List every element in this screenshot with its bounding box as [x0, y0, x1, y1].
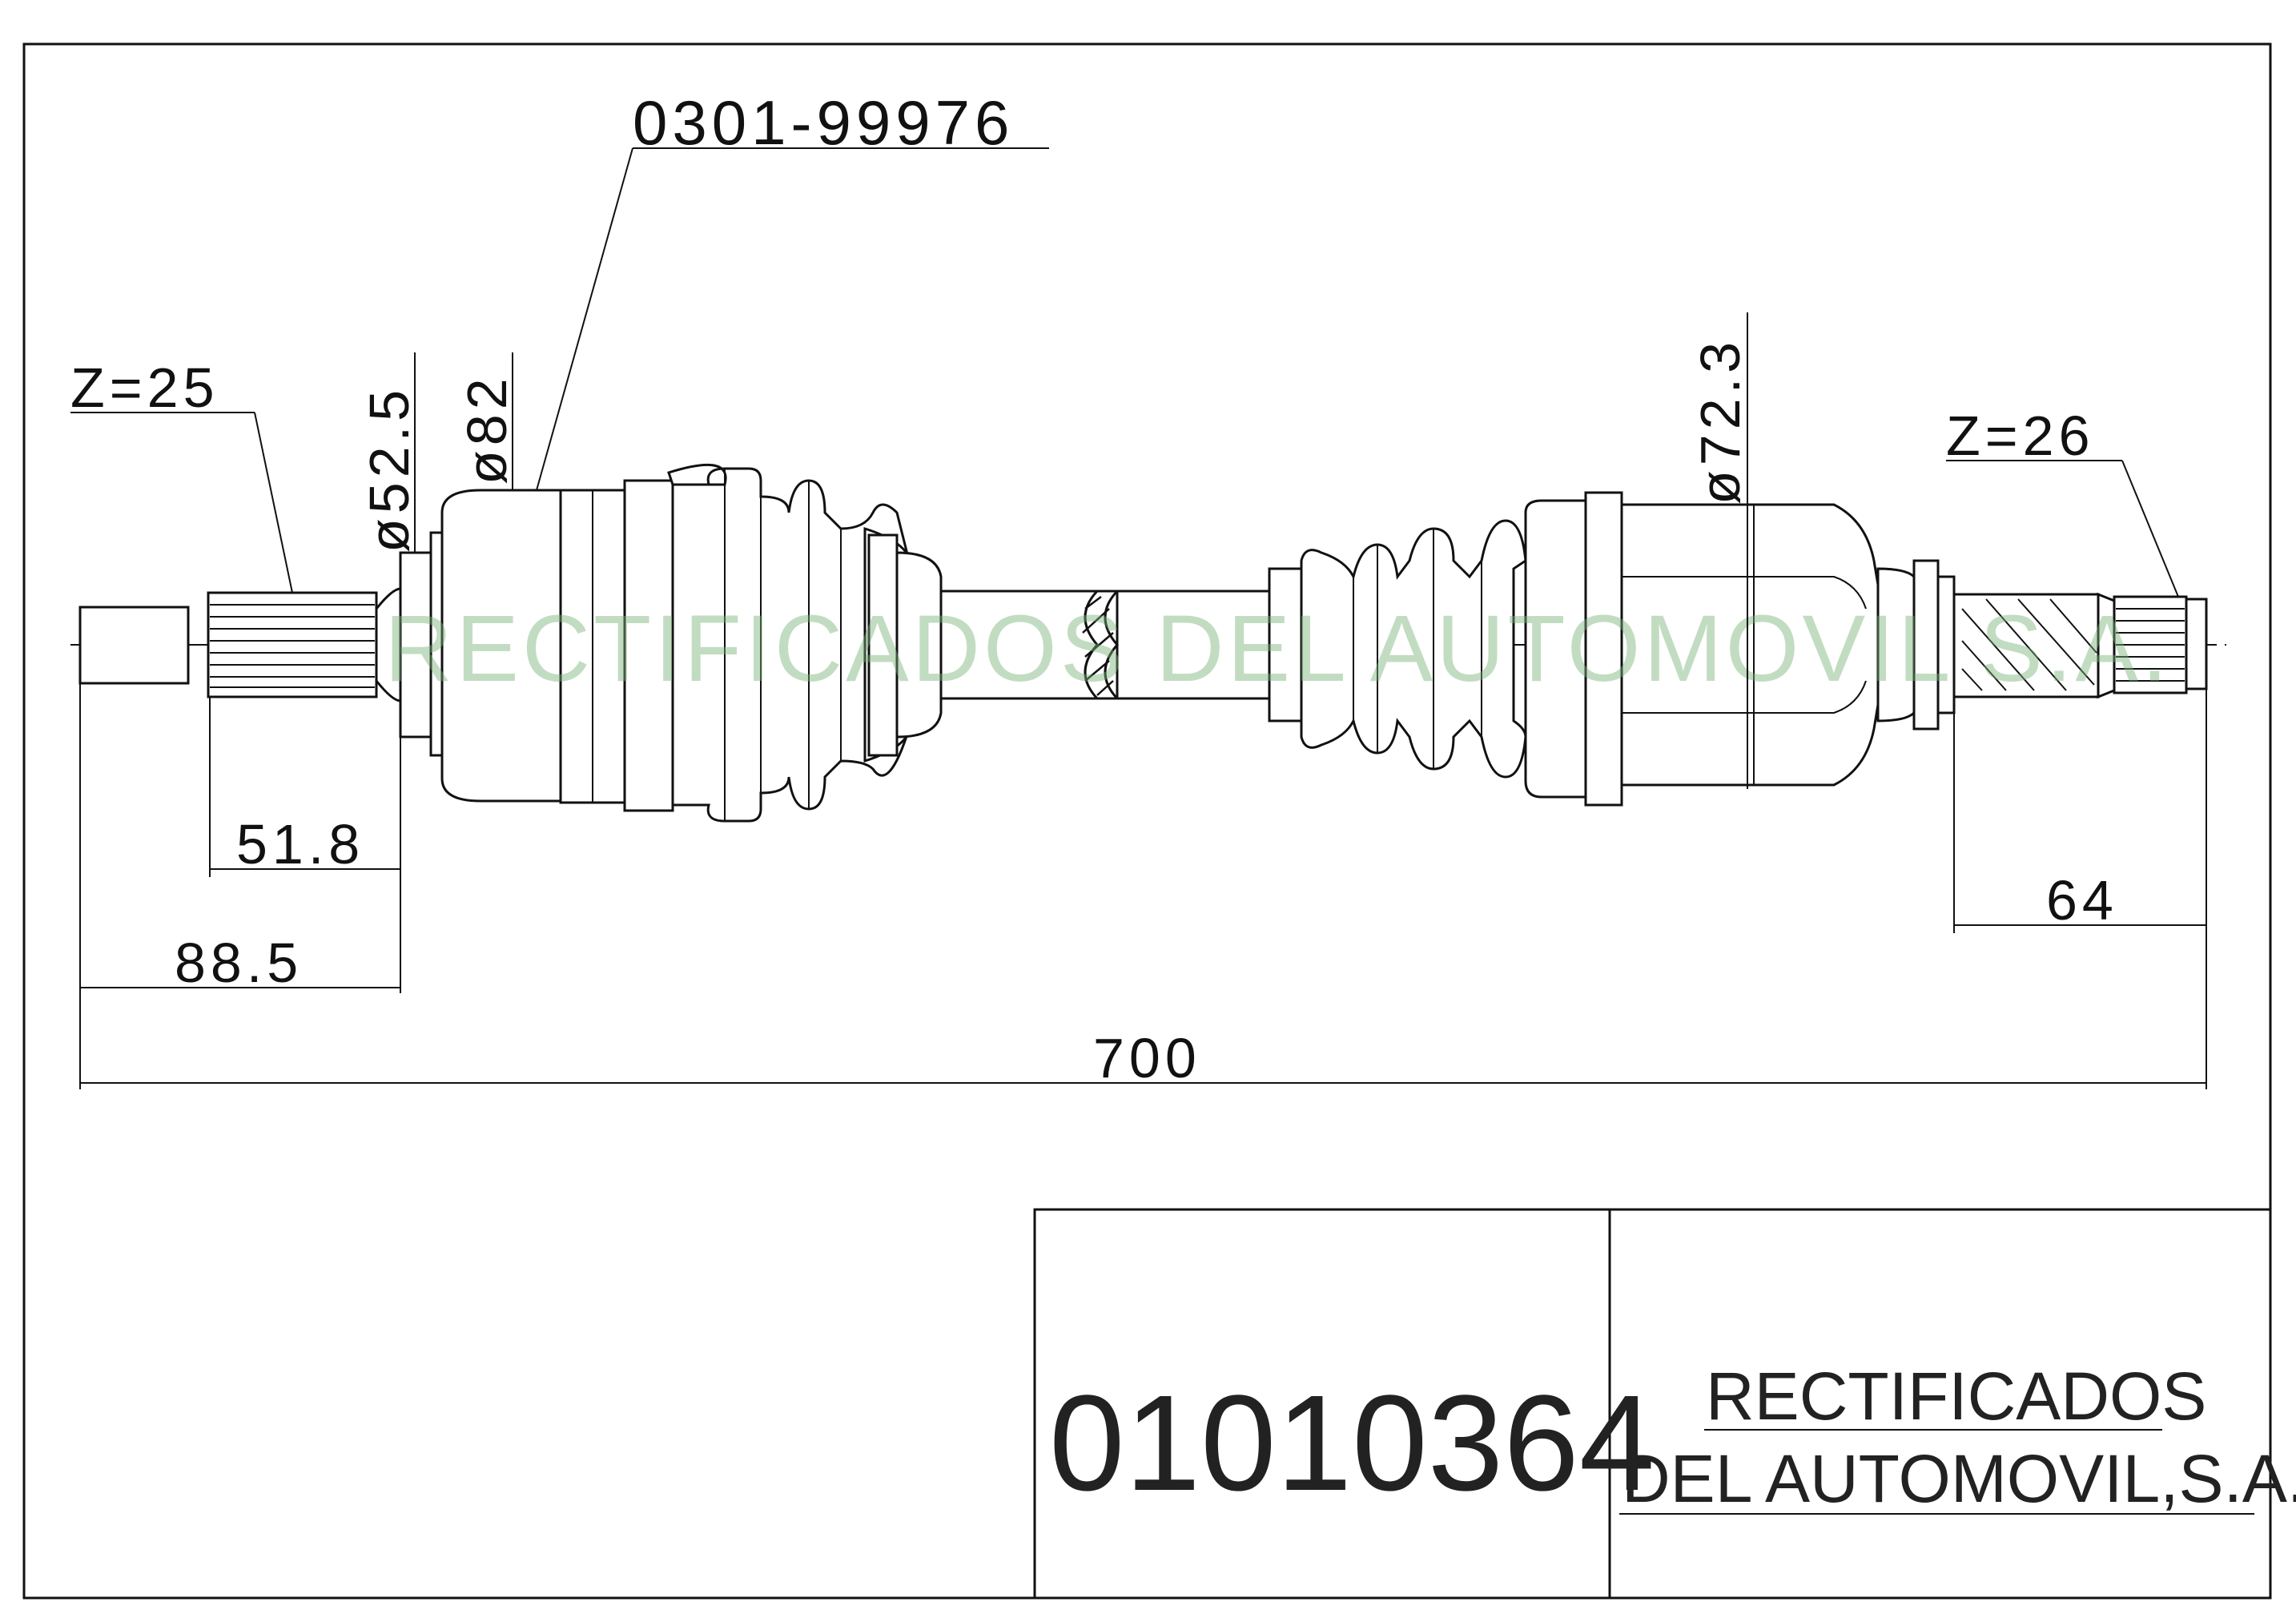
right-teeth-label: Z=26	[1946, 404, 2095, 467]
part-number: 01010364	[1049, 1367, 1655, 1519]
drive-shaft	[78, 463, 2208, 823]
shaft-break	[1082, 590, 1120, 700]
left-spline-teeth	[210, 604, 375, 688]
company-name-line1: RECTIFICADOS	[1706, 1358, 2206, 1434]
right-gear-teeth	[1961, 598, 2097, 691]
dimension-left-spline-label: 51.8	[236, 813, 364, 875]
title-block: 01010364 RECTIFICADOS DEL AUTOMOVIL,S.A.	[1033, 1208, 2296, 1600]
part-reference-label: 0301-99976	[633, 87, 1014, 158]
dimension-overall-label: 700	[1093, 1027, 1201, 1089]
diameter-left-outer: ø82	[456, 352, 518, 490]
shaft-right-section	[1116, 590, 1271, 700]
dimension-right-stub-label: 64	[2046, 869, 2118, 932]
watermark: RECTIFICADOS DEL AUTOMOVIL S.A.	[384, 596, 2171, 702]
company-name-line2: DEL AUTOMOVIL,S.A.	[1622, 1441, 2296, 1516]
right-boot-folds	[1353, 529, 1482, 769]
dimension-right-stub: 64	[1953, 689, 2207, 1089]
right-boot-ring	[1268, 567, 1303, 722]
diameter-left-inner: ø52.5	[358, 352, 420, 553]
diameter-left-inner-label: ø52.5	[358, 385, 420, 553]
right-stub-end	[2185, 598, 2208, 690]
left-boot-folds	[724, 469, 842, 821]
left-boot-clamp	[623, 479, 674, 812]
dimension-left-spline: 51.8	[209, 697, 401, 993]
left-teeth-label: Z=25	[70, 356, 219, 419]
diameter-right-label: ø72.3	[1689, 337, 1751, 505]
dimension-overall: 700	[80, 1027, 2206, 1089]
left-teeth-callout: Z=25	[70, 356, 293, 594]
part-reference-callout: 0301-99976	[536, 87, 1049, 491]
right-teeth-callout: Z=26	[1946, 404, 2179, 598]
diameter-right: ø72.3	[1689, 312, 1751, 789]
left-spline	[207, 591, 378, 698]
diameter-left-outer-label: ø82	[456, 373, 518, 485]
right-joint-body-lines	[1622, 505, 1867, 785]
dimension-left-stub-label: 88.5	[175, 932, 303, 994]
left-boot-neck	[895, 551, 943, 739]
right-spline-teeth	[2116, 608, 2185, 682]
left-stub	[78, 606, 190, 685]
left-boot-ring	[867, 533, 899, 757]
dimension-left-stub: 88.5	[79, 683, 400, 1089]
